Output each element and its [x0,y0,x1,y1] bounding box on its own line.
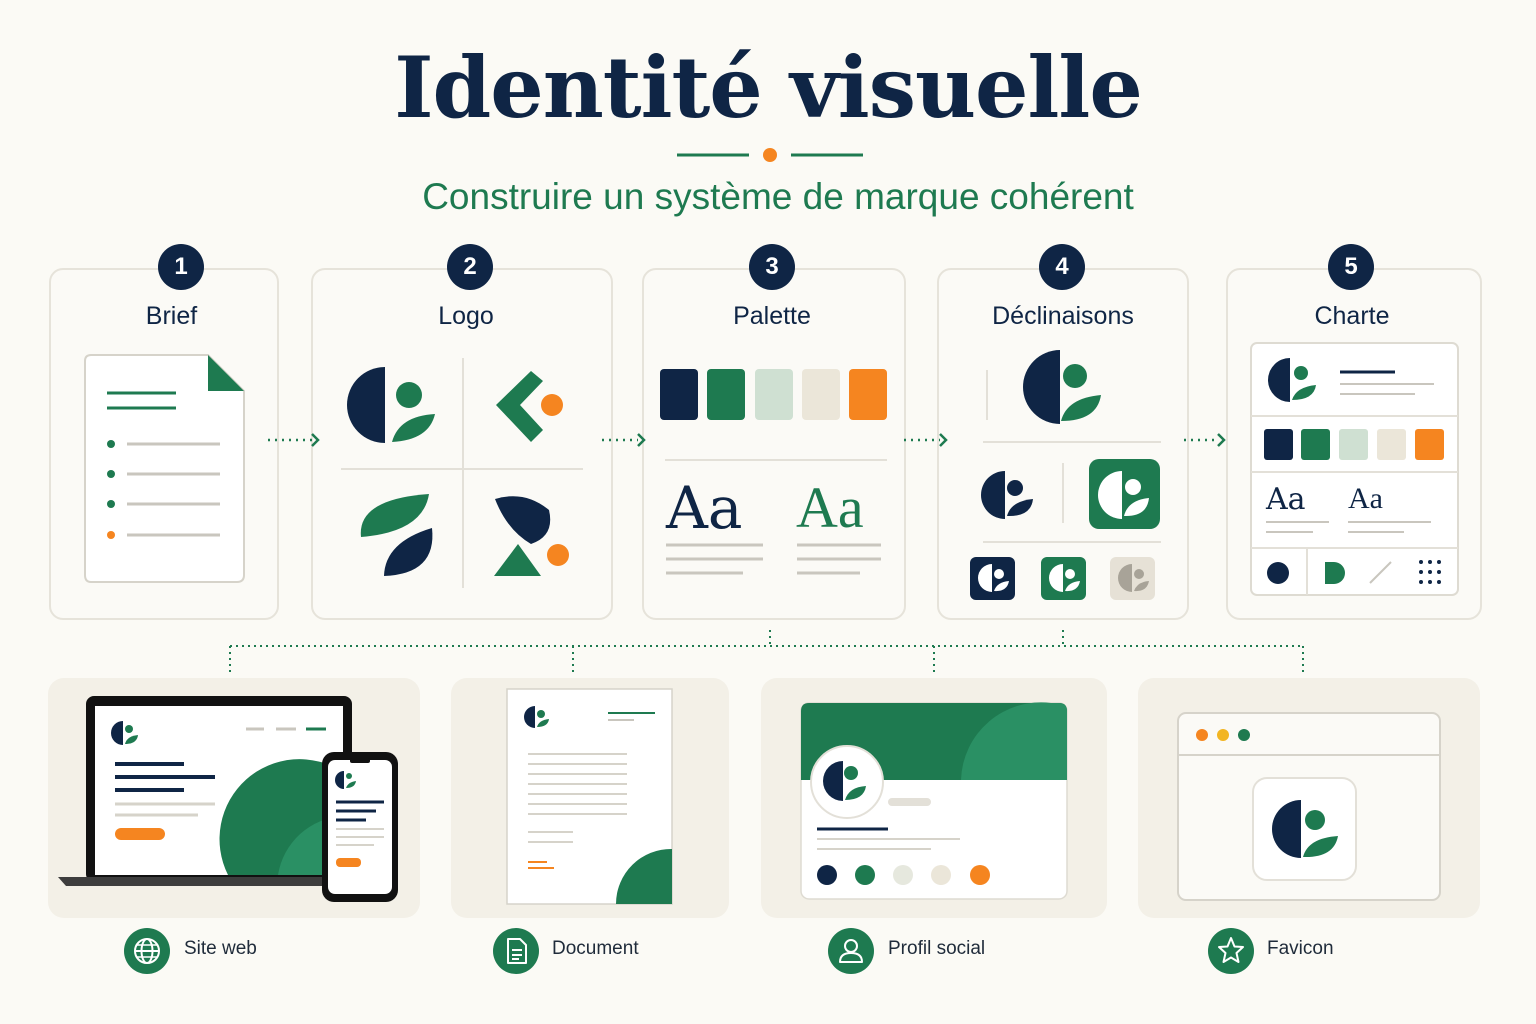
palette-typography-serif-green: Aa [796,475,864,540]
application-label-document: Document [552,938,639,959]
arrow-icon [602,433,646,447]
palette-swatches [660,369,887,420]
step-label-brief: Brief [145,302,198,330]
document-mockup-illustration [506,688,673,905]
step-label-charte: Charte [1314,302,1390,330]
step-number-4: 4 [1039,244,1085,290]
arrow-icon [904,433,948,447]
star-icon [1208,928,1254,974]
palette-text-lines [666,543,881,575]
palette-swatch-green [707,369,745,420]
declinaisons-illustration [970,350,1161,600]
step-label-logo: Logo [438,302,494,330]
arrow-icon [1184,433,1226,447]
favicon-browser-mockup-illustration [1177,712,1441,901]
logo-variations-grid [341,358,583,588]
charte-guideline-sheet [1250,342,1459,596]
palette-swatch-cream [802,369,840,420]
application-label-site-web: Site web [184,938,257,959]
step-label-declinaisons: Déclinaisons [992,302,1134,330]
palette-divider [665,459,887,461]
step-number-5: 5 [1328,244,1374,290]
document-icon [493,928,539,974]
palette-swatch-orange [849,369,887,420]
step-number-2: 2 [447,244,493,290]
globe-icon [124,928,170,974]
page-subtitle: Construire un système de marque cohérent [422,176,1134,217]
charte-typography-sample-2: Aa [1348,482,1383,515]
palette-swatch-navy [660,369,698,420]
title-divider [677,148,863,162]
step-label-palette: Palette [733,302,811,330]
connector-lines [229,630,1304,672]
arrow-icon [268,433,320,447]
palette-typography-serif: Aa [666,474,743,542]
social-profile-mockup-illustration [800,702,1068,900]
palette-swatch-mint [755,369,793,420]
step-number-1: 1 [158,244,204,290]
application-label-favicon: Favicon [1267,938,1334,959]
website-mockup-illustration [58,696,398,902]
brief-document-illustration [84,354,245,583]
user-icon [828,928,874,974]
application-label-profil-social: Profil social [888,938,986,959]
step-number-3: 3 [749,244,795,290]
charte-typography-sample: Aa [1266,482,1306,517]
page-title: Identité visuelle [394,38,1143,137]
